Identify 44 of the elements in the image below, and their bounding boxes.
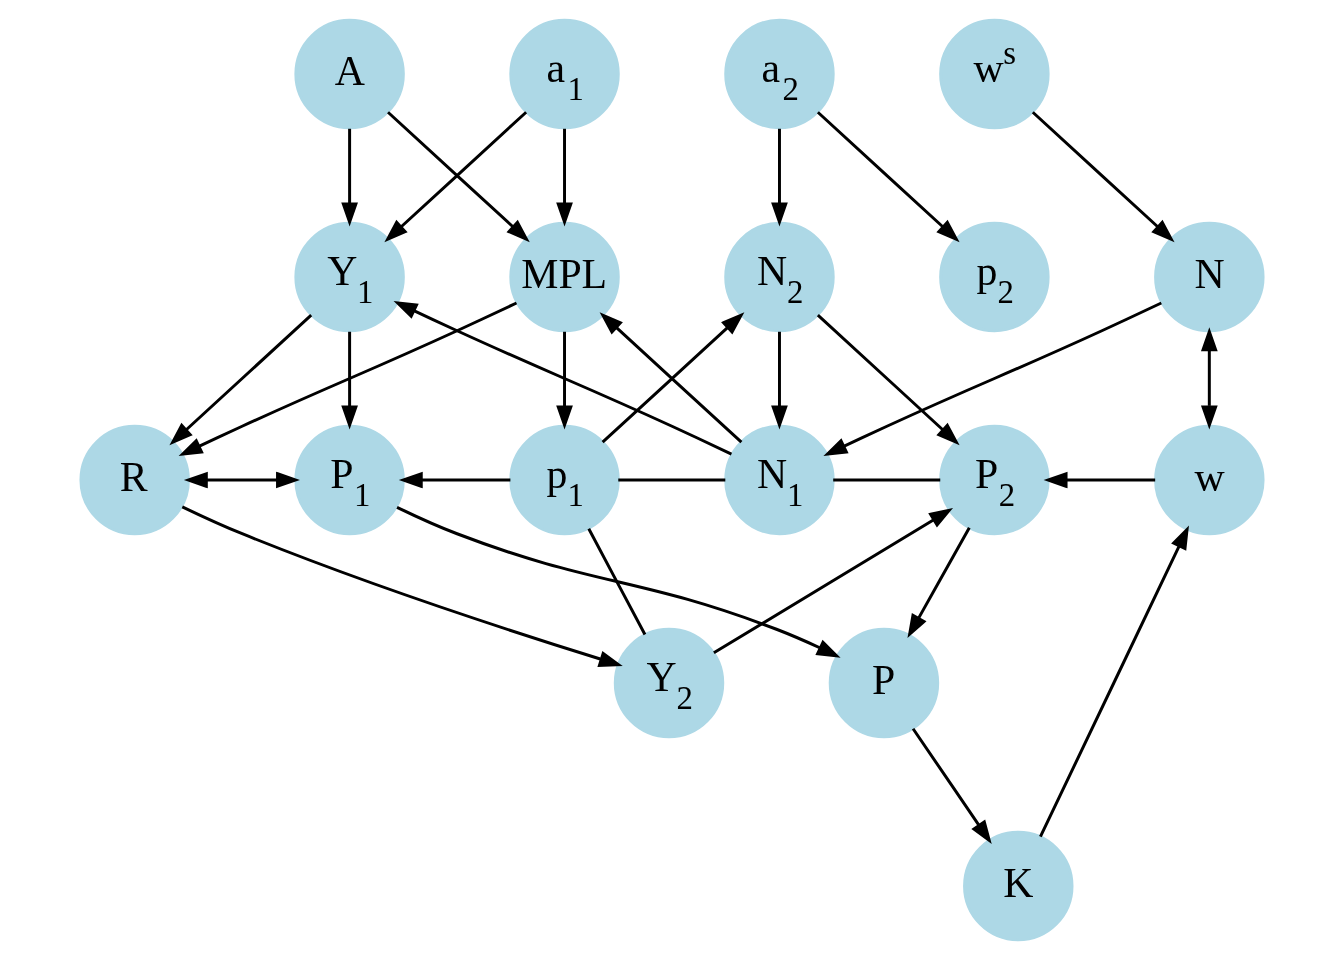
node-circle: P$_{1}$ [294,424,405,536]
arrow [341,128,358,227]
arrow [183,471,300,489]
arrow [907,526,971,639]
arrow [396,505,841,658]
arrow [181,505,623,667]
node-circle: N$_{1}$ [724,424,835,536]
node-circle: R [79,424,190,536]
arrow [771,331,788,430]
node-circle: Y$_{2}$ [613,627,725,739]
connector [618,478,726,482]
arrow [556,331,573,430]
node-circle: A [294,18,405,130]
arrow [1031,111,1175,243]
arrow [771,128,788,227]
node-circle: P$_{2}$ [939,424,1050,536]
connector [833,478,941,482]
arrow [398,471,511,489]
arrow [1043,471,1156,489]
node-circle: N$_{2}$ [724,221,835,333]
node-circle: w [1154,424,1265,536]
arrow [911,727,992,845]
arrow [341,331,358,430]
node-circle: K [963,830,1074,942]
arrow [816,111,960,243]
arrow [1039,525,1189,838]
connector [587,528,647,636]
node-circle: p$_{1}$ [509,424,620,536]
node-circle: MPL [509,221,620,333]
arrow [823,301,1162,456]
arrow [393,301,733,456]
node-circle: Y$_{1}$ [294,221,405,333]
arrow [713,508,953,655]
node-circle: a$_{2}$ [724,18,835,130]
node-circle: p$_{2}$ [939,221,1050,333]
node-circle: w$^{s}$ [939,18,1050,130]
arrow [178,301,518,456]
node-circle: N [1154,221,1265,333]
node-circle: a$_{1}$ [509,18,620,130]
node-circle: P [828,627,940,739]
arrow [1200,327,1218,430]
arrow [816,314,960,446]
arrow [556,128,573,227]
arrow [169,314,313,446]
